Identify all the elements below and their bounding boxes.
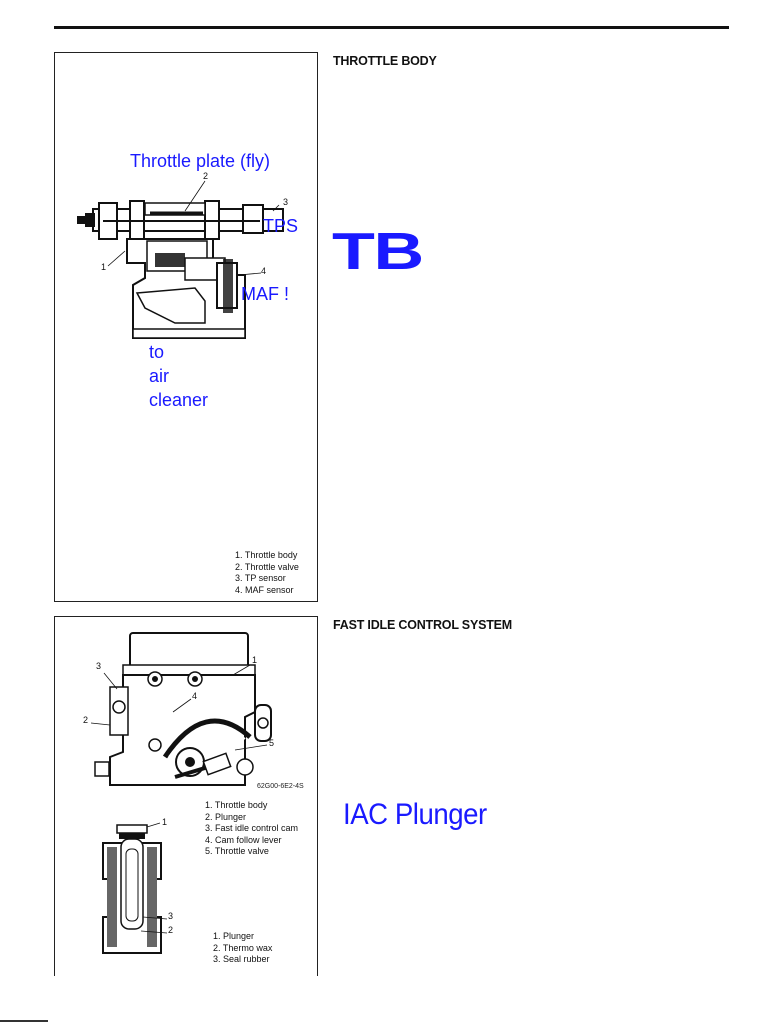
plunger-callout-2: 2 xyxy=(168,925,174,935)
legend-item: 3. Seal rubber xyxy=(213,954,270,964)
annotation-throttle-plate: Throttle plate (fly) xyxy=(130,151,271,171)
fast-idle-heading: FAST IDLE CONTROL SYSTEM xyxy=(333,618,513,632)
throttle-body-heading: THROTTLE BODY xyxy=(333,54,437,68)
callout-5: 5 xyxy=(269,738,275,748)
legend-item: 2. Thermo wax xyxy=(213,942,273,953)
fast-idle-drawing xyxy=(90,632,272,954)
bottom-edge-mark xyxy=(0,1020,48,1022)
top-rule xyxy=(54,26,729,29)
plunger-legend: 1. Plunger 2. Thermo wax 3. Seal rubber xyxy=(213,931,272,966)
legend-item: 4. MAF sensor xyxy=(235,584,294,595)
legend-item: 2. Throttle valve xyxy=(235,561,299,572)
annotation-to: to xyxy=(149,342,165,362)
legend-item: 3. Fast idle control cam xyxy=(205,823,299,833)
legend-item: 1. Throttle body xyxy=(205,800,268,810)
legend-item: 2. Plunger xyxy=(205,811,247,822)
annotation-maf: MAF ! xyxy=(241,284,289,304)
annotation-air: air xyxy=(149,366,170,386)
throttle-body-drawing xyxy=(77,180,284,339)
callout-1: 1 xyxy=(252,655,258,665)
legend-item: 1. Plunger xyxy=(213,931,255,941)
callout-2: 2 xyxy=(203,171,209,181)
legend-item: 3. TP sensor xyxy=(235,573,286,583)
callout-2: 2 xyxy=(83,715,89,725)
callout-4: 4 xyxy=(192,691,198,701)
callout-1: 1 xyxy=(101,262,107,272)
annotation-tps: TPS xyxy=(263,216,299,236)
throttle-body-figure-panel: 1 2 3 4 Throttle plate (fly) TPS MAF ! t… xyxy=(54,52,318,602)
legend-item: 4. Cam follow lever xyxy=(205,834,282,845)
plunger-callout-3: 3 xyxy=(168,911,174,921)
legend-item: 1. Throttle body xyxy=(235,550,298,560)
legend-item: 5. Throttle valve xyxy=(205,846,269,856)
callout-4: 4 xyxy=(261,266,267,276)
annotation-cleaner: cleaner xyxy=(149,390,209,410)
fast-idle-legend: 1. Throttle body 2. Plunger 3. Fast idle… xyxy=(205,800,298,858)
annotation-to-air-cleaner: to air cleaner xyxy=(149,340,208,412)
callout-3: 3 xyxy=(283,197,289,207)
tb-big-label: TB xyxy=(332,223,424,281)
callout-3: 3 xyxy=(96,661,102,671)
figure-code: 62G00-6E2-4S xyxy=(257,783,304,790)
plunger-callout-1: 1 xyxy=(162,817,168,827)
iac-plunger-label: IAC Plunger xyxy=(343,798,487,831)
fast-idle-figure-panel: 1 2 3 4 5 62G00-6E2-4S 1. Throttle body … xyxy=(54,616,318,976)
throttle-body-legend: 1. Throttle body 2. Throttle valve 3. TP… xyxy=(235,550,299,596)
